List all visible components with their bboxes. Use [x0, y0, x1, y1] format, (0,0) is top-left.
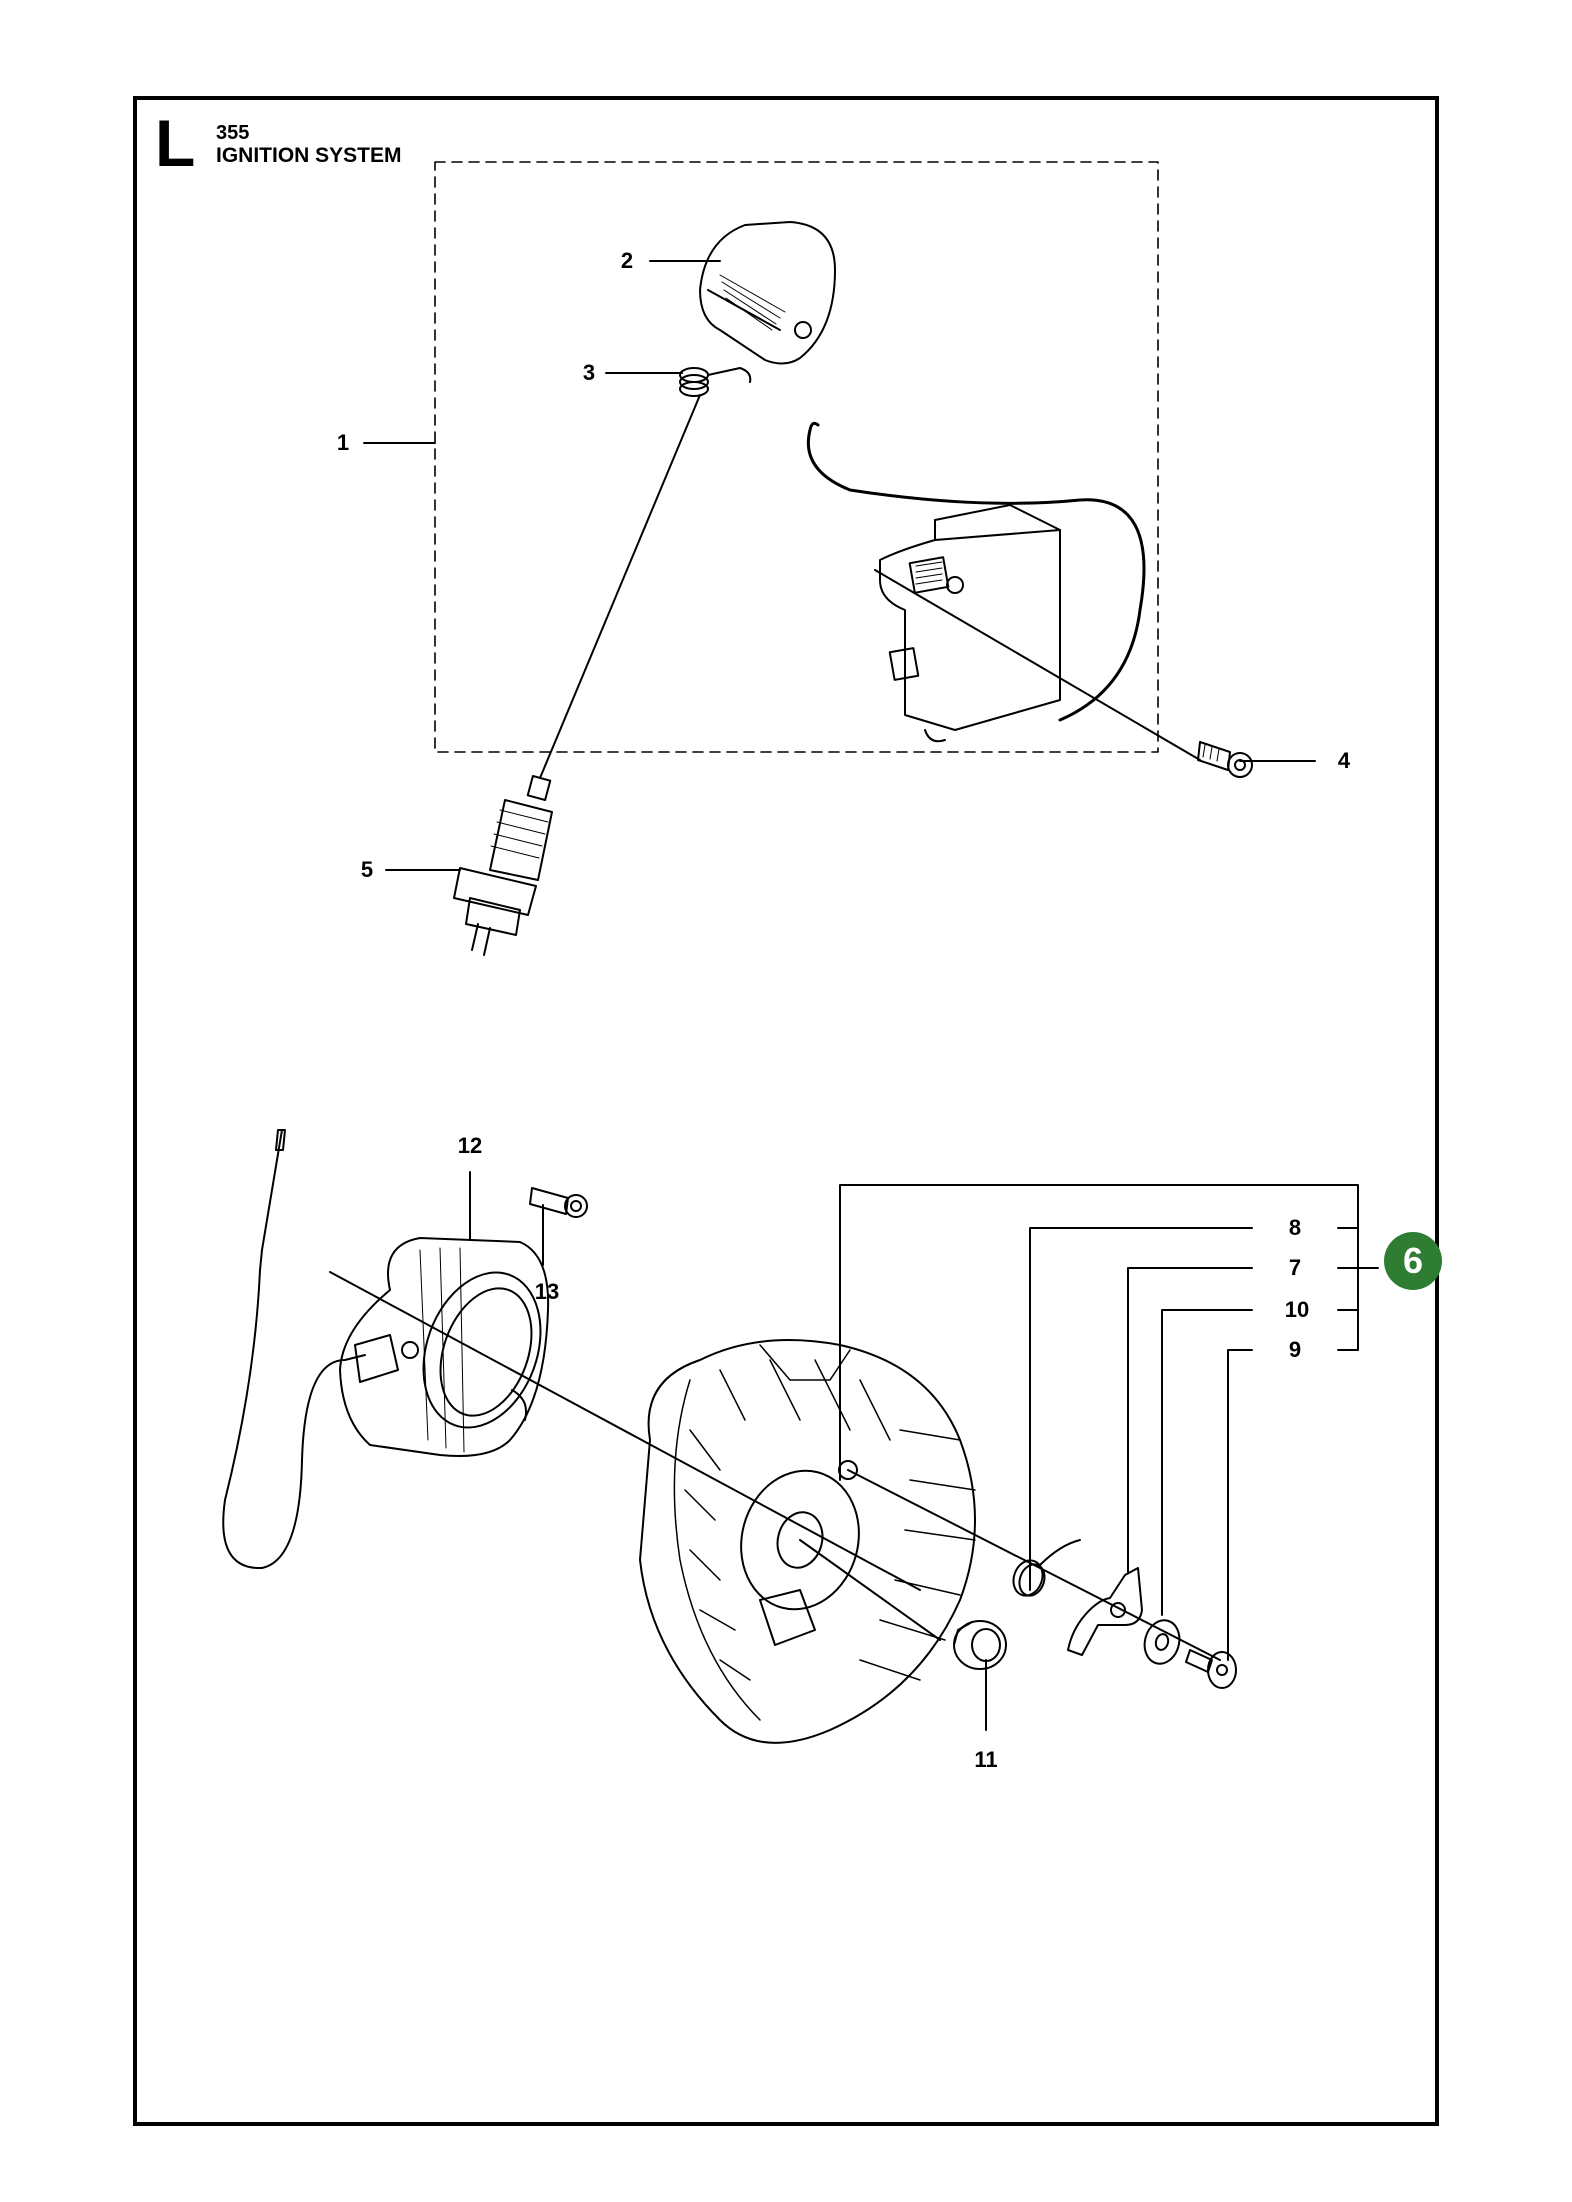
leader-10: [1161, 1309, 1253, 1616]
leader-9: [1227, 1349, 1253, 1661]
page-title: IGNITION SYSTEM: [216, 144, 402, 167]
kit-badge: 6: [1384, 1232, 1442, 1290]
leader-7: [1127, 1267, 1253, 1573]
spark-plug: [453, 775, 553, 956]
page-frame: [133, 96, 1439, 2126]
callout-10: 10: [1284, 1297, 1310, 1322]
screw-9: [1185, 1649, 1237, 1689]
ignition-cable: [806, 428, 1146, 722]
screw-4: [1197, 741, 1253, 778]
callout-5: 5: [360, 857, 374, 882]
coil-axis: [329, 1271, 921, 1591]
callout-9: 9: [1288, 1337, 1302, 1362]
ignition-module: [879, 504, 1061, 743]
callout-11: 11: [974, 1747, 998, 1772]
ignition-coil: [339, 1237, 550, 1457]
flywheel-nut: [953, 1620, 1007, 1670]
pawl: [1067, 1567, 1143, 1656]
screw-4-axis: [874, 569, 1201, 761]
callout-8: 8: [1288, 1215, 1302, 1240]
spring: [679, 367, 752, 397]
model-number: 355: [216, 122, 250, 144]
callout-7: 7: [1288, 1255, 1302, 1280]
circlip: [1012, 1539, 1081, 1597]
callout-4: 4: [1337, 748, 1351, 773]
spark-plug-boot: [699, 221, 836, 365]
screw-13: [529, 1187, 588, 1218]
callout-1: 1: [336, 430, 350, 455]
callout-3: 3: [582, 360, 596, 385]
callout-13: 13: [534, 1279, 560, 1304]
leader-8: [1029, 1227, 1253, 1591]
section-letter: L: [155, 106, 196, 180]
ignition-module-group-box: [434, 161, 1159, 753]
flywheel-axis: [799, 1539, 941, 1641]
kit-bracket: [839, 1184, 1359, 1481]
callout-2: 2: [620, 248, 634, 273]
ht-lead: [539, 394, 701, 779]
flywheel: [639, 1339, 976, 1744]
callout-12: 12: [457, 1133, 483, 1158]
washer: [1143, 1619, 1181, 1665]
ground-wire: [222, 1129, 366, 1570]
